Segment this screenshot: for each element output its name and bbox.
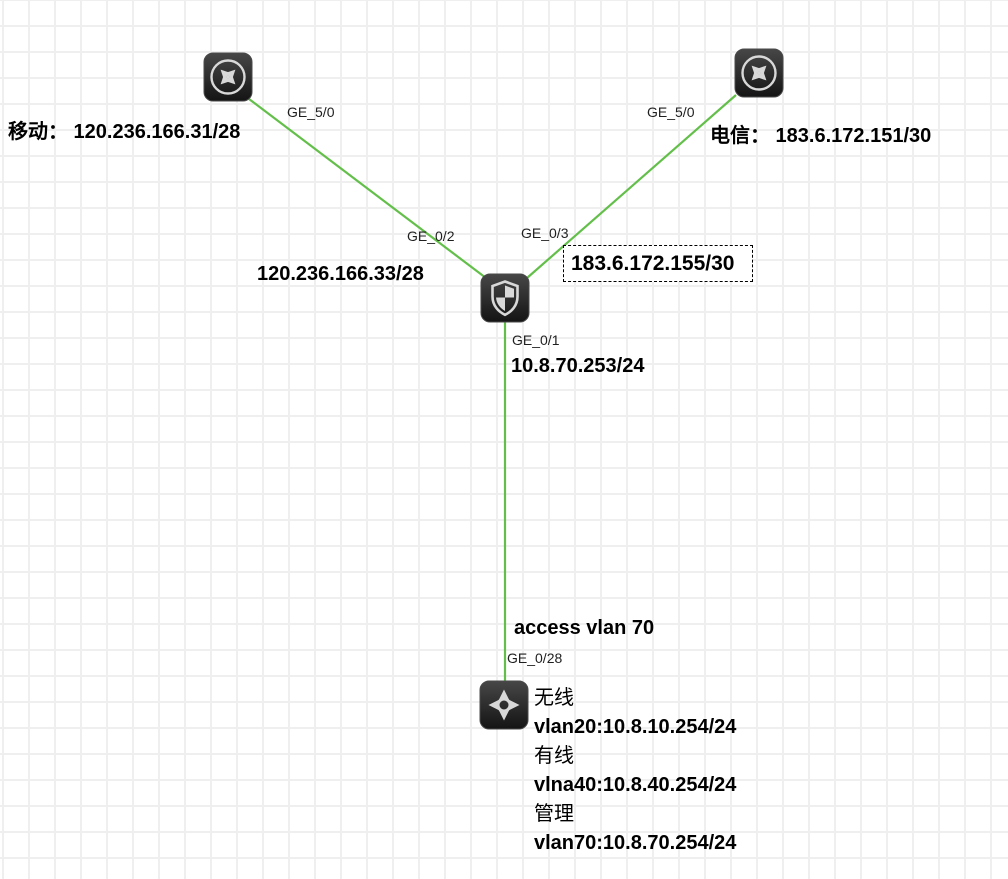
annotation-switch-vlans[interactable]: 无线 vlan20:10.8.10.254/24 有线 vlna40:10.8.… [534,684,736,858]
device-firewall[interactable] [480,273,530,323]
annotation-mobile-isp[interactable]: 移动： 120.236.166.31/28 [8,121,241,143]
vlan-info-line: 管理 [534,803,574,825]
port-label-fw-ge0-1: GE_0/1 [512,332,560,348]
router-icon [203,52,253,102]
annotation-fw-ge0-2-ip[interactable]: 120.236.166.33/28 [257,263,424,285]
device-router-mobile[interactable] [203,52,253,102]
port-label-fw-ge0-3: GE_0/3 [521,225,569,241]
device-router-telecom[interactable] [734,48,784,98]
annotation-fw-ge0-1-ip[interactable]: 10.8.70.253/24 [511,355,645,377]
port-label-sw-ge0-28: GE_0/28 [507,650,563,666]
vlan-info-line: 有线 [534,745,574,767]
switch-icon [479,680,529,730]
port-label-mobile-ge5-0: GE_5/0 [287,104,335,120]
vlan-info-line: vlan20:10.8.10.254/24 [534,716,737,738]
annotation-access-vlan[interactable]: access vlan 70 [514,617,655,639]
vlan-info-line: 无线 [534,687,574,709]
vlan-info-line: vlna40:10.8.40.254/24 [534,774,737,796]
annotation-telecom-isp[interactable]: 电信： 183.6.172.151/30 [710,125,932,147]
port-label-fw-ge0-2: GE_0/2 [407,228,455,244]
router-icon [734,48,784,98]
port-label-telecom-ge5-0: GE_5/0 [647,104,695,120]
vlan-info-line: vlan70:10.8.70.254/24 [534,832,737,854]
link-mobile-firewall[interactable] [248,98,487,279]
annotation-fw-ge0-3-ip-selected[interactable]: 183.6.172.155/30 [563,245,753,282]
fw-ge0-3-ip-text: 183.6.172.155/30 [571,251,735,275]
device-switch[interactable] [479,680,529,730]
firewall-icon [480,273,530,323]
link-telecom-firewall[interactable] [526,94,737,279]
